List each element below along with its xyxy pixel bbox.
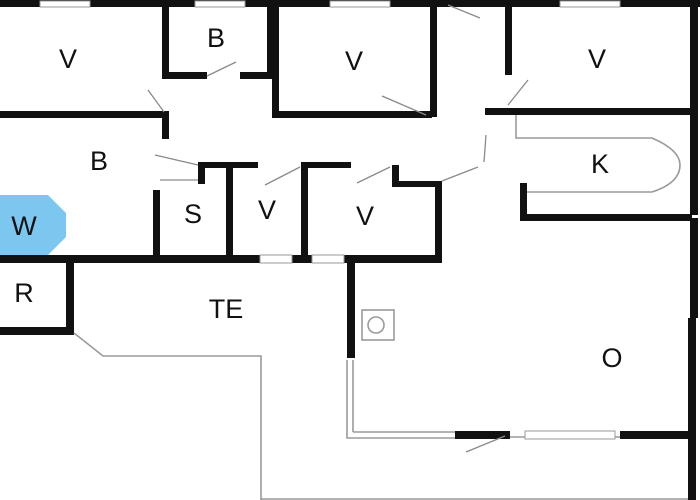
- room-label-w: W: [11, 211, 37, 241]
- room-labels: V B V V B K W S V V R TE O: [11, 23, 622, 373]
- windows: [39, 0, 621, 440]
- room-label-b1: B: [207, 23, 225, 53]
- room-label-v1: V: [59, 44, 77, 74]
- room-label-v3: V: [588, 44, 606, 74]
- room-label-te: TE: [209, 294, 244, 324]
- room-label-v4: V: [258, 195, 276, 225]
- room-label-b2: B: [90, 146, 108, 176]
- sink-fixture: [361, 309, 395, 341]
- room-label-s: S: [184, 199, 202, 229]
- room-label-r: R: [14, 278, 34, 308]
- sink-drain: [367, 316, 385, 334]
- whirlpool-shape: [0, 195, 66, 255]
- room-label-o: O: [601, 343, 622, 373]
- door-swings: [147, 4, 529, 453]
- room-label-v2: V: [345, 46, 363, 76]
- room-label-k: K: [591, 149, 609, 179]
- room-label-v5: V: [356, 201, 374, 231]
